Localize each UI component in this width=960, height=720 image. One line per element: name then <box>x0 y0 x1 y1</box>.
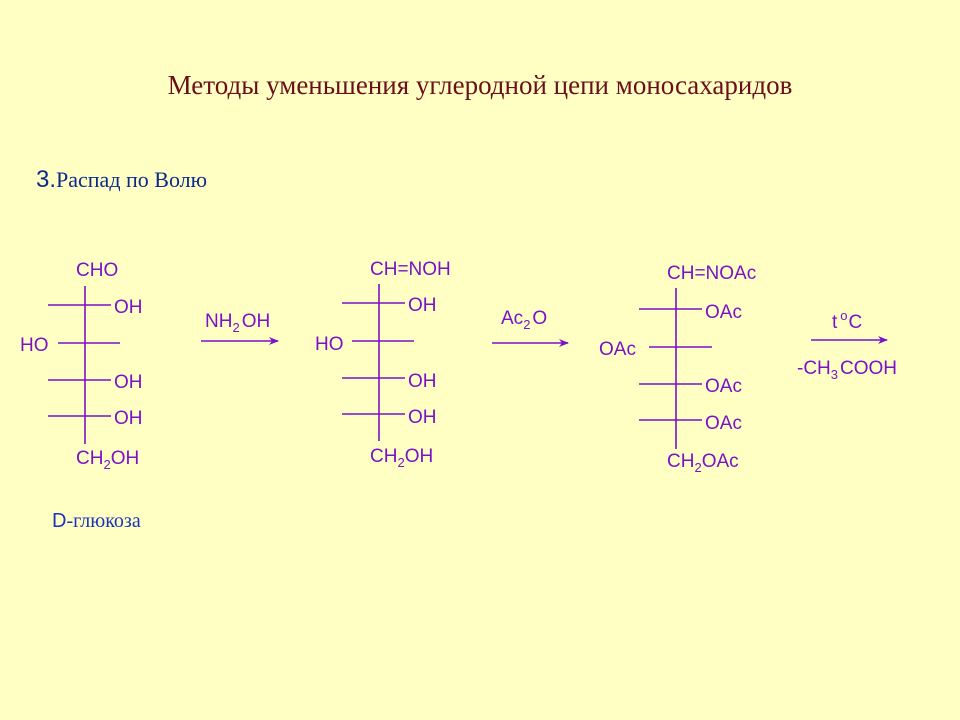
oxime-ho-c3: HO <box>315 334 344 355</box>
caption-d-prefix: D <box>52 510 67 532</box>
acetylated-oac-c2: OAc <box>705 302 742 323</box>
section-number: 3. <box>36 166 57 193</box>
oxime-structure: CH=NOH OH HO OH OH CH2OH <box>315 259 451 470</box>
oxime-oh-c2: OH <box>408 295 437 316</box>
oxime-ch2oh-group: CH2OH <box>370 446 433 470</box>
glucose-caption: D-глюкоза <box>52 510 141 533</box>
slide-title: Методы уменьшения углеродной цепи моноса… <box>167 70 793 100</box>
acetylated-oac-c4: OAc <box>705 376 742 397</box>
glucose-ch2oh-group: CH2OH <box>76 448 139 472</box>
oxime-oh-c4: OH <box>408 371 437 392</box>
acetylated-oac-c3: OAc <box>599 339 636 360</box>
acetylated-oxime-structure: CH=NOAc OAc OAc OAc OAc CH2OAc <box>599 263 756 475</box>
glucose-aldehyde-group: CHO <box>76 260 118 281</box>
glucose-oh-c2: OH <box>114 297 143 318</box>
glucose-oh-c4: OH <box>114 372 143 393</box>
oxime-group: CH=NOH <box>370 259 451 280</box>
acetylated-oac-c5: OAc <box>705 413 742 434</box>
caption-glucose-name: -глюкоза <box>66 510 141 532</box>
oxime-oh-c5: OH <box>408 407 437 428</box>
acetylated-oxime-group: CH=NOAc <box>667 263 756 284</box>
glucose-ho-c3: HO <box>20 335 49 356</box>
section-heading: 3.Распад по Волю <box>36 166 207 194</box>
glucose-oh-c5: OH <box>114 408 143 429</box>
glucose-structure: CHO OH HO OH OH CH2OH <box>20 260 143 472</box>
acetylated-ch2oac-group: CH2OAc <box>667 451 739 475</box>
section-title: Распад по Волю <box>56 167 208 192</box>
